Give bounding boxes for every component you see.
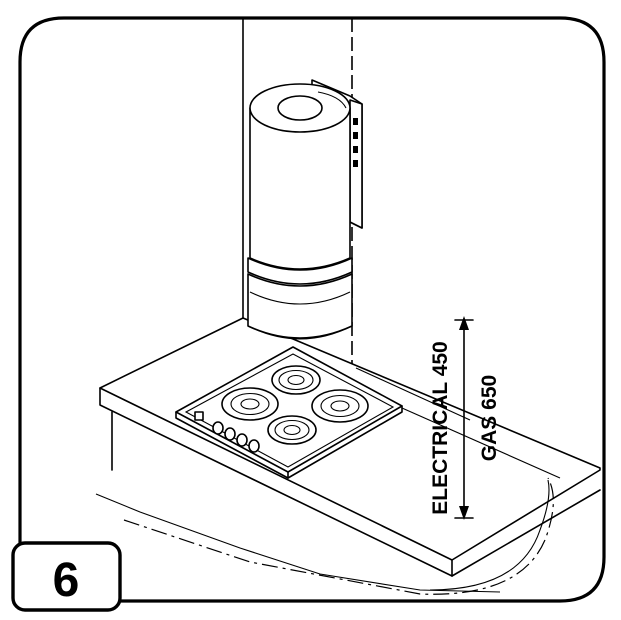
reference-line <box>401 407 561 479</box>
label-electrical-distance: ELECTRICAL 450 <box>429 341 452 515</box>
figure-frame <box>18 16 606 603</box>
control-knobs <box>194 411 260 453</box>
burner-right <box>311 389 369 423</box>
reference-line-2 <box>355 367 471 421</box>
burner-front <box>267 415 317 445</box>
door-sweep-line <box>123 477 554 595</box>
dimension-arrows <box>454 316 474 520</box>
burner-top <box>271 365 321 395</box>
countertop <box>95 317 601 593</box>
burner-left <box>221 387 279 421</box>
door-sweep-line-2 <box>429 479 550 591</box>
cooktop <box>175 346 403 479</box>
label-gas-distance: GAS 650 <box>478 375 501 461</box>
step-number: 6 <box>53 554 80 607</box>
vent-slots <box>353 118 358 167</box>
chimney-hood <box>247 79 363 340</box>
step-box: 6 <box>11 541 122 612</box>
